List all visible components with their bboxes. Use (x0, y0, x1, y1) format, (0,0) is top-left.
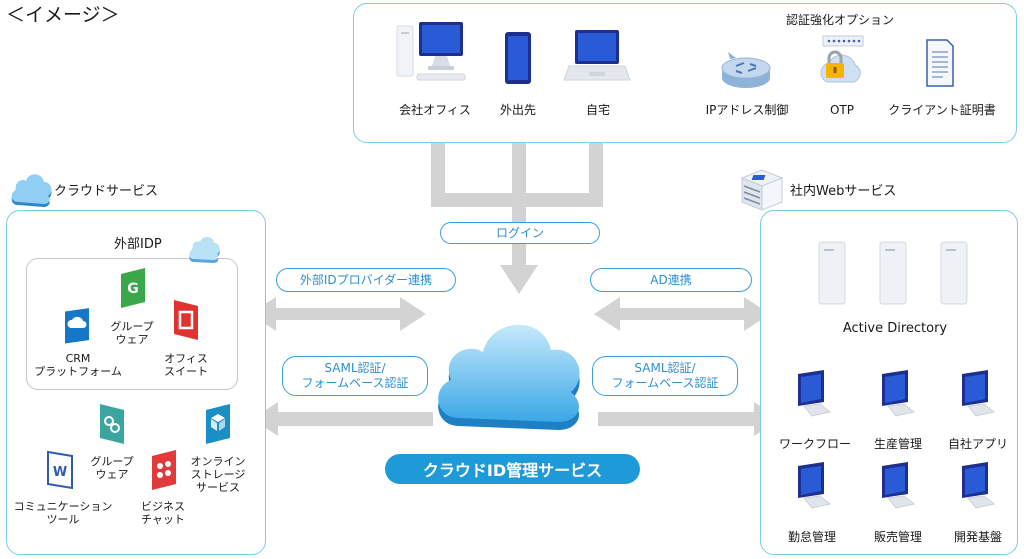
right-saml-auth-label: SAML認証/ フォームベース認証 (592, 356, 738, 396)
service-name-badge: クラウドID管理サービス (385, 454, 640, 484)
office-suite-app-icon (170, 300, 202, 344)
cloud-services-icon (10, 173, 54, 209)
location-home-label: 自宅 (585, 103, 610, 117)
internal-web-title: 社内Webサービス (790, 184, 897, 199)
router-icon (718, 44, 774, 90)
app-dev-platform-label: 開発基盤 (953, 530, 1002, 544)
otp-lock-icon (815, 34, 869, 92)
app-inhouse-label: 自社アプリ (947, 437, 1008, 451)
certificate-icon (925, 38, 955, 88)
svg-text:W: W (53, 465, 67, 480)
access-panel (353, 3, 1017, 143)
app-groupware2-label: グループ ウェア (90, 455, 134, 482)
app-groupware-label: グループ ウェア (110, 320, 154, 347)
left-saml-auth-label: SAML認証/ フォームベース認証 (282, 356, 428, 396)
external-idp-box (26, 258, 238, 390)
option-client-cert-label: クライアント証明書 (888, 103, 996, 117)
desktop-pc-icon (395, 20, 470, 82)
business-chat-app-icon (148, 450, 180, 494)
groupware-app-icon: G (117, 268, 149, 312)
dev-platform-monitor-icon (958, 462, 998, 510)
location-office-label: 会社オフィス (399, 103, 471, 117)
online-storage-app-icon (202, 404, 234, 448)
login-label: ログイン (440, 222, 600, 244)
svg-text:G: G (127, 281, 139, 297)
app-crm-label: CRM プラットフォーム (34, 352, 122, 379)
production-monitor-icon (878, 370, 918, 418)
ad-link-label: AD連携 (590, 268, 752, 292)
app-attendance-label: 勤怠管理 (787, 530, 836, 544)
external-idp-link-label: 外部IDプロバイダー連携 (276, 268, 456, 292)
server-rack-icon (740, 168, 784, 212)
cloud-services-panel (6, 210, 266, 555)
cloud-services-title: クラウドサービス (54, 184, 159, 199)
communication-tool-app-icon: W (46, 450, 74, 490)
tablet-icon (502, 30, 534, 86)
workflow-monitor-icon (794, 370, 834, 418)
ad-server-icon (876, 240, 912, 306)
app-sales-label: 販売管理 (873, 530, 922, 544)
inhouse-app-monitor-icon (958, 370, 998, 418)
options-title: 認証強化オプション (785, 13, 894, 27)
laptop-icon (563, 28, 631, 84)
groupware2-app-icon (96, 404, 128, 448)
app-workflow-label: ワークフロー (778, 437, 851, 451)
app-communication-tool-label: コミュニケーション ツール (13, 500, 113, 527)
app-online-storage-label: オンライン ストレージ サービス (190, 455, 246, 495)
app-office-suite-label: オフィス スイート (164, 352, 208, 379)
ad-server-icon (937, 240, 973, 306)
attendance-monitor-icon (794, 462, 834, 510)
page-title: ＜イメージ＞ (6, 4, 120, 26)
app-business-chat-label: ビジネス チャット (141, 500, 185, 527)
ad-server-icon (815, 240, 851, 306)
app-production-label: 生産管理 (873, 437, 922, 451)
sales-monitor-icon (878, 462, 918, 510)
location-outside-label: 外出先 (499, 103, 536, 117)
active-directory-label: Active Directory (842, 321, 948, 336)
external-idp-cloud-icon (188, 236, 222, 264)
crm-platform-app-icon (61, 302, 93, 344)
external-idp-title: 外部IDP (114, 237, 162, 252)
cloud-service-icon (431, 290, 591, 440)
option-ip-control-label: IPアドレス制御 (705, 103, 789, 117)
option-otp-label: OTP (829, 103, 854, 117)
